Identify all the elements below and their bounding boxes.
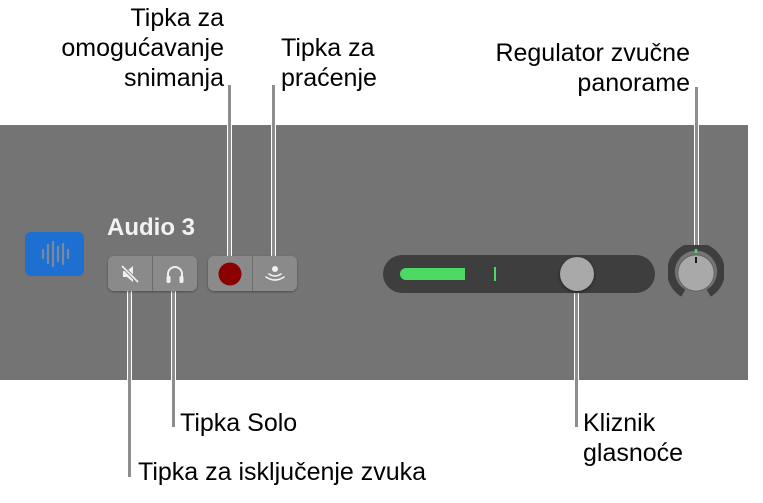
- callout-solo: Tipka Solo: [180, 409, 298, 437]
- level-meter-peak: [494, 267, 496, 281]
- callout-record-enable: Tipka za omogućavanje snimanja: [61, 4, 224, 92]
- callout-monitor: Tipka za praćenje: [281, 34, 377, 92]
- headphones-icon: [166, 265, 184, 283]
- callout-mute: Tipka za isključenje zvuka: [138, 458, 427, 486]
- callout-pan: Regulator zvučne panorame: [495, 39, 690, 97]
- volume-slider-thumb[interactable]: [560, 257, 594, 291]
- level-meter-fill: [400, 268, 465, 280]
- leader-line-volume: [574, 290, 579, 427]
- leader-line-pan: [694, 87, 699, 250]
- track-icon[interactable]: [25, 232, 84, 276]
- leader-line-solo: [171, 290, 176, 427]
- mute-solo-group: [108, 256, 197, 291]
- pan-knob-dial: [667, 242, 725, 297]
- record-monitor-group: [208, 256, 297, 291]
- leader-line-record: [227, 85, 232, 263]
- record-icon: [218, 262, 242, 285]
- mute-button[interactable]: [108, 256, 152, 291]
- record-enable-button[interactable]: [208, 256, 252, 291]
- callout-volume: Kliznik glasnoće: [583, 409, 684, 467]
- solo-button[interactable]: [152, 256, 197, 291]
- track-name[interactable]: Audio 3: [107, 214, 195, 241]
- leader-line-mute: [127, 290, 132, 477]
- speaker-muted-icon: [120, 264, 140, 283]
- track-header-panel: [0, 125, 748, 380]
- waveform-icon: [41, 241, 69, 267]
- leader-line-monitor: [271, 85, 276, 263]
- input-monitoring-icon: [265, 265, 285, 281]
- input-monitoring-button[interactable]: [252, 256, 297, 291]
- pan-knob[interactable]: [667, 242, 725, 301]
- volume-slider[interactable]: [383, 255, 655, 293]
